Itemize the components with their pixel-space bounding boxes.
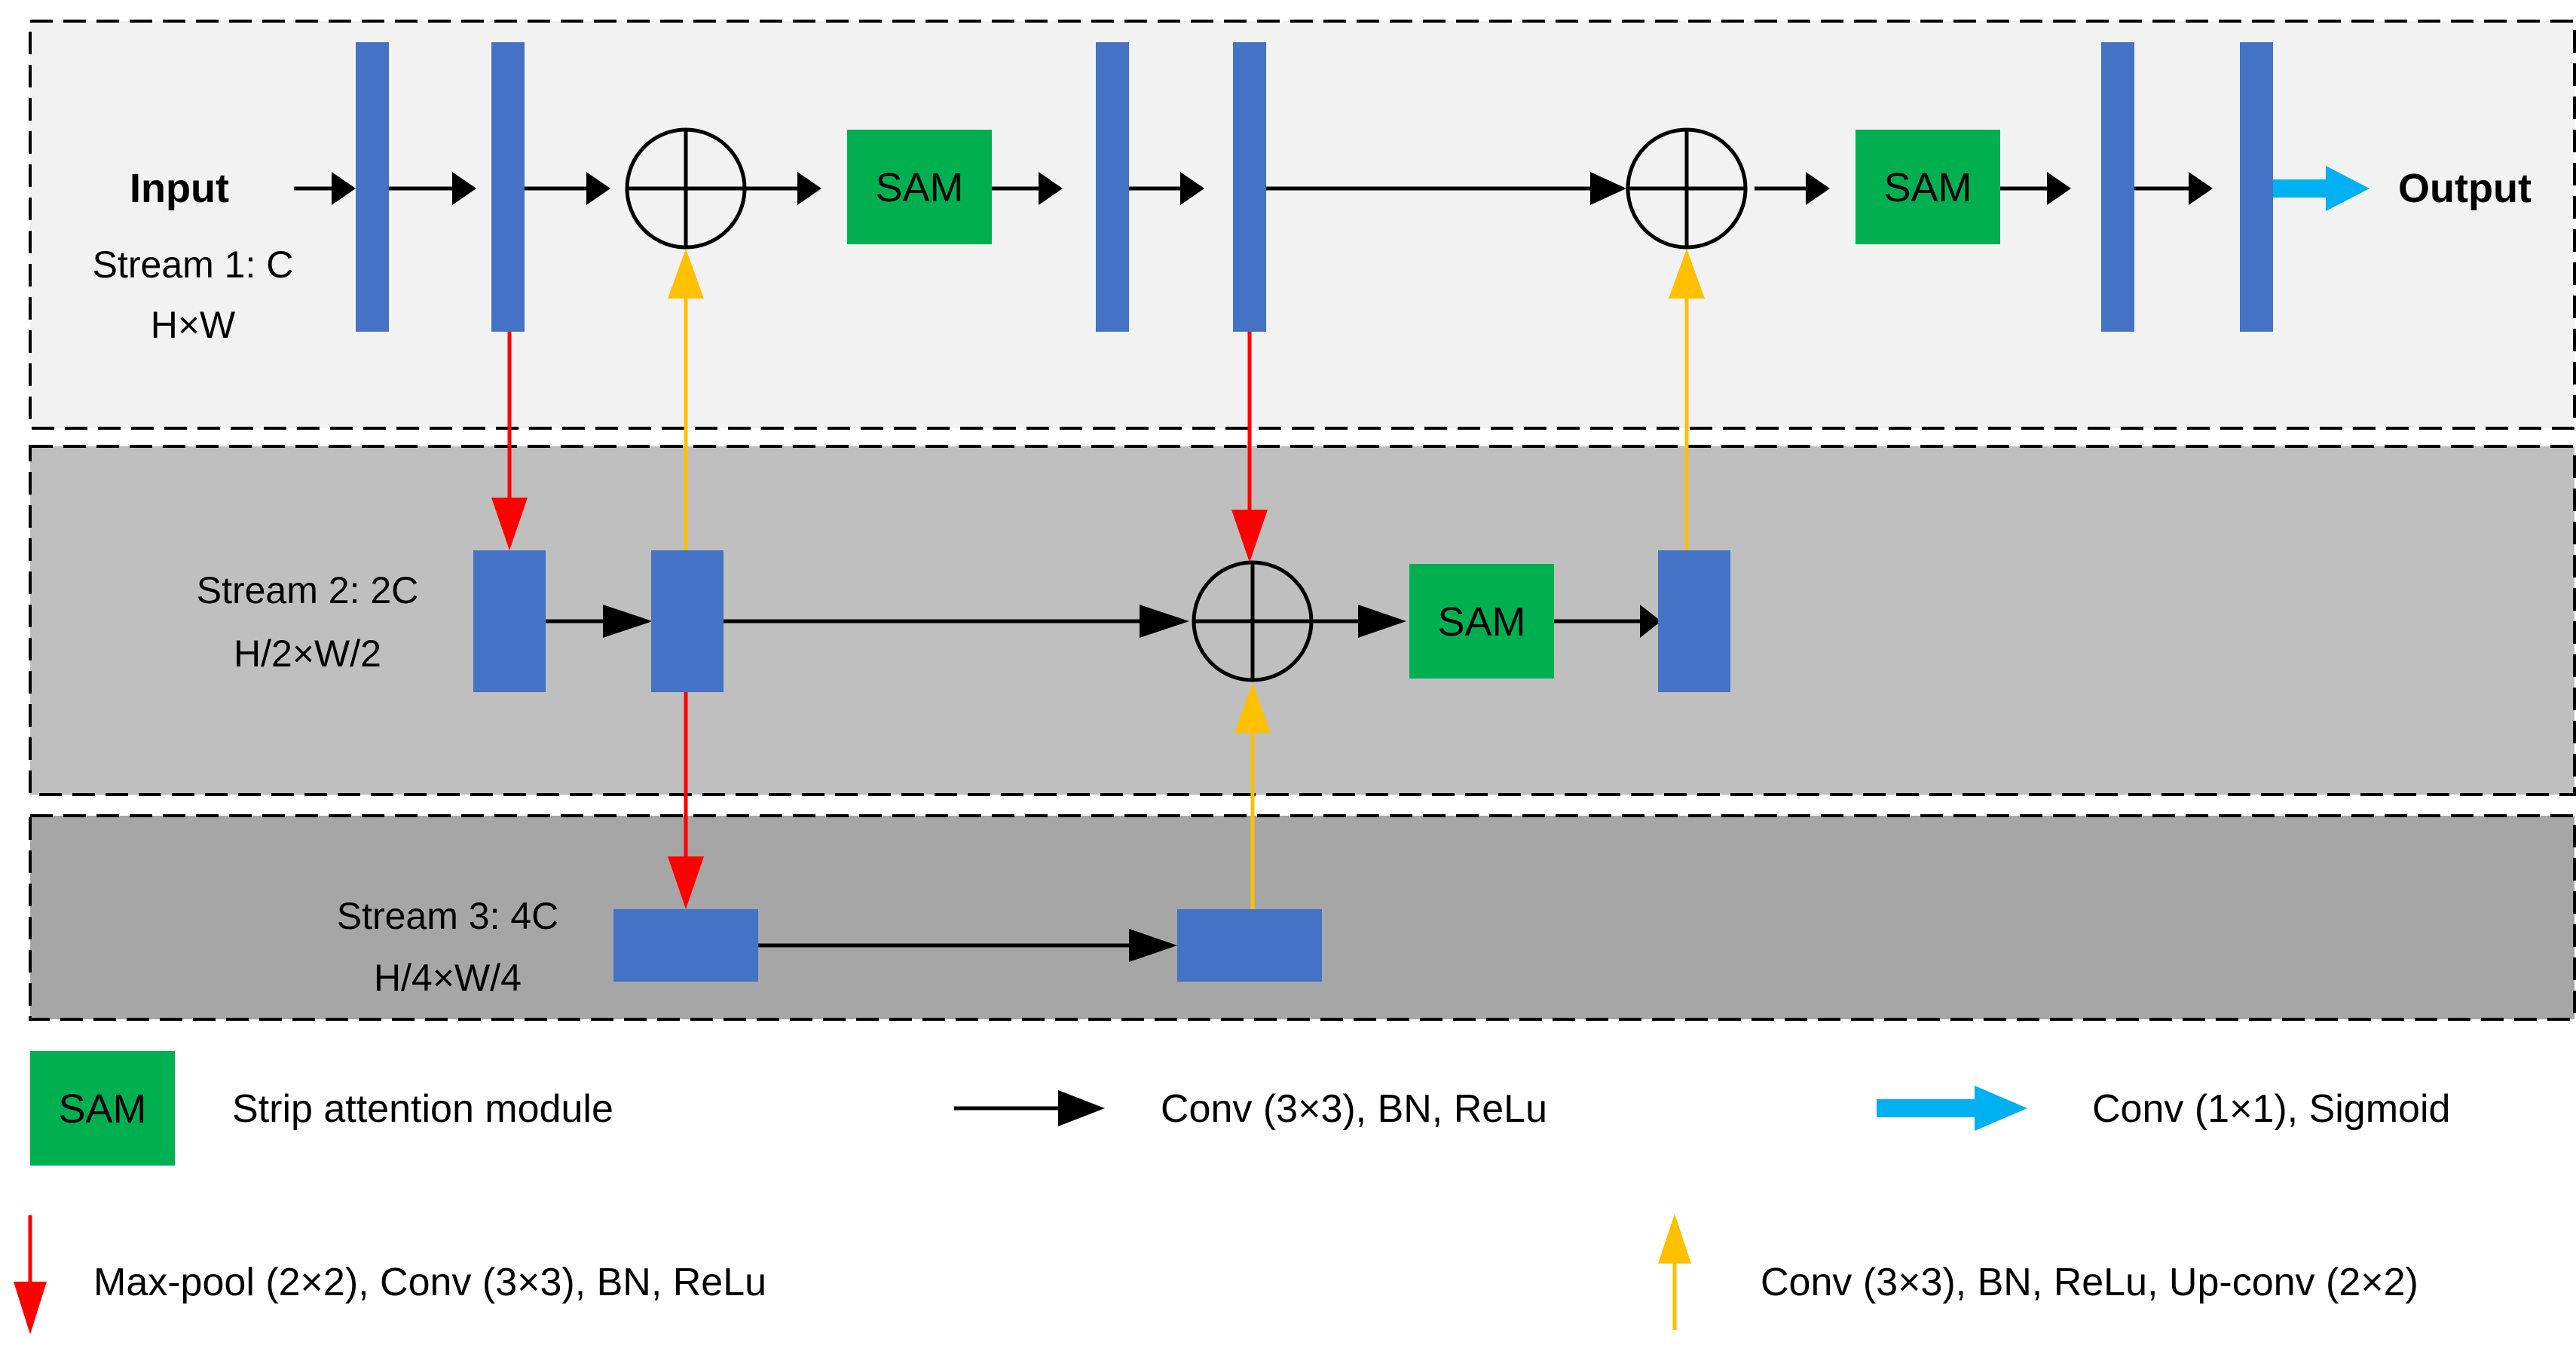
conv-block xyxy=(491,42,525,332)
legend-sam: SAM Strip attention module xyxy=(30,1051,613,1166)
sum-node xyxy=(1626,127,1748,250)
stream-3-title: Stream 3: 4C xyxy=(337,895,559,937)
legend-down: Max-pool (2×2), Conv (3×3), BN, ReLu xyxy=(14,1215,766,1334)
legend-up: Conv (3×3), BN, ReLu, Up-conv (2×2) xyxy=(1658,1214,2418,1330)
conv-block xyxy=(1096,42,1129,332)
stream-3-size: H/4×W/4 xyxy=(374,957,522,999)
stream-2-arrowheads xyxy=(603,605,1661,638)
legend-sigmoid-text: Conv (1×1), Sigmoid xyxy=(2092,1087,2450,1131)
stream-2-blocks xyxy=(473,550,1730,692)
legend-sam-swatch xyxy=(30,1051,175,1166)
conv-block xyxy=(1233,42,1266,332)
up-arrows xyxy=(668,249,1705,909)
stream-1-title: Stream 1: C xyxy=(93,244,294,286)
conv-block xyxy=(356,42,389,332)
conv-block xyxy=(2240,42,2273,332)
conv-block xyxy=(473,550,546,692)
stream-1-blocks xyxy=(356,42,2273,332)
conv-block xyxy=(651,550,724,692)
stream-1-panel xyxy=(29,20,2576,430)
svg-text:SAM: SAM xyxy=(1437,599,1525,645)
svg-text:SAM: SAM xyxy=(1883,165,1972,210)
legend-down-text: Max-pool (2×2), Conv (3×3), BN, ReLu xyxy=(93,1261,766,1304)
legend-conv: Conv (3×3), BN, ReLu xyxy=(954,1087,1547,1131)
svg-text:SAM: SAM xyxy=(875,165,963,210)
input-label: Input xyxy=(130,166,229,211)
output-label: Output xyxy=(2398,166,2532,211)
stream-3-blocks xyxy=(613,909,1322,982)
sam-box: SAM xyxy=(1409,564,1554,679)
conv-block xyxy=(613,909,758,982)
down-arrows xyxy=(491,332,1268,909)
sam-box: SAM xyxy=(1856,130,2000,244)
stream-1-arrowheads xyxy=(332,172,2213,205)
conv-block xyxy=(1658,550,1730,692)
conv-block xyxy=(1177,909,1322,982)
sum-node xyxy=(625,127,747,250)
svg-text:SAM: SAM xyxy=(58,1086,146,1132)
stream-2-title: Stream 2: 2C xyxy=(197,569,419,611)
legend-up-text: Conv (3×3), BN, ReLu, Up-conv (2×2) xyxy=(1761,1261,2418,1304)
stream-3-connector xyxy=(757,929,1177,962)
legend-sam-text: Strip attention module xyxy=(232,1087,613,1131)
legend-sigmoid: Conv (1×1), Sigmoid xyxy=(1877,1086,2450,1131)
sam-box: SAM xyxy=(847,130,992,244)
stream-2-size: H/2×W/2 xyxy=(234,633,381,675)
sum-node xyxy=(1192,560,1314,682)
stream-1-size: H×W xyxy=(151,304,236,346)
conv-block xyxy=(2101,42,2134,332)
legend-conv-text: Conv (3×3), BN, ReLu xyxy=(1161,1087,1547,1131)
sigmoid-output-arrow xyxy=(2273,166,2369,211)
